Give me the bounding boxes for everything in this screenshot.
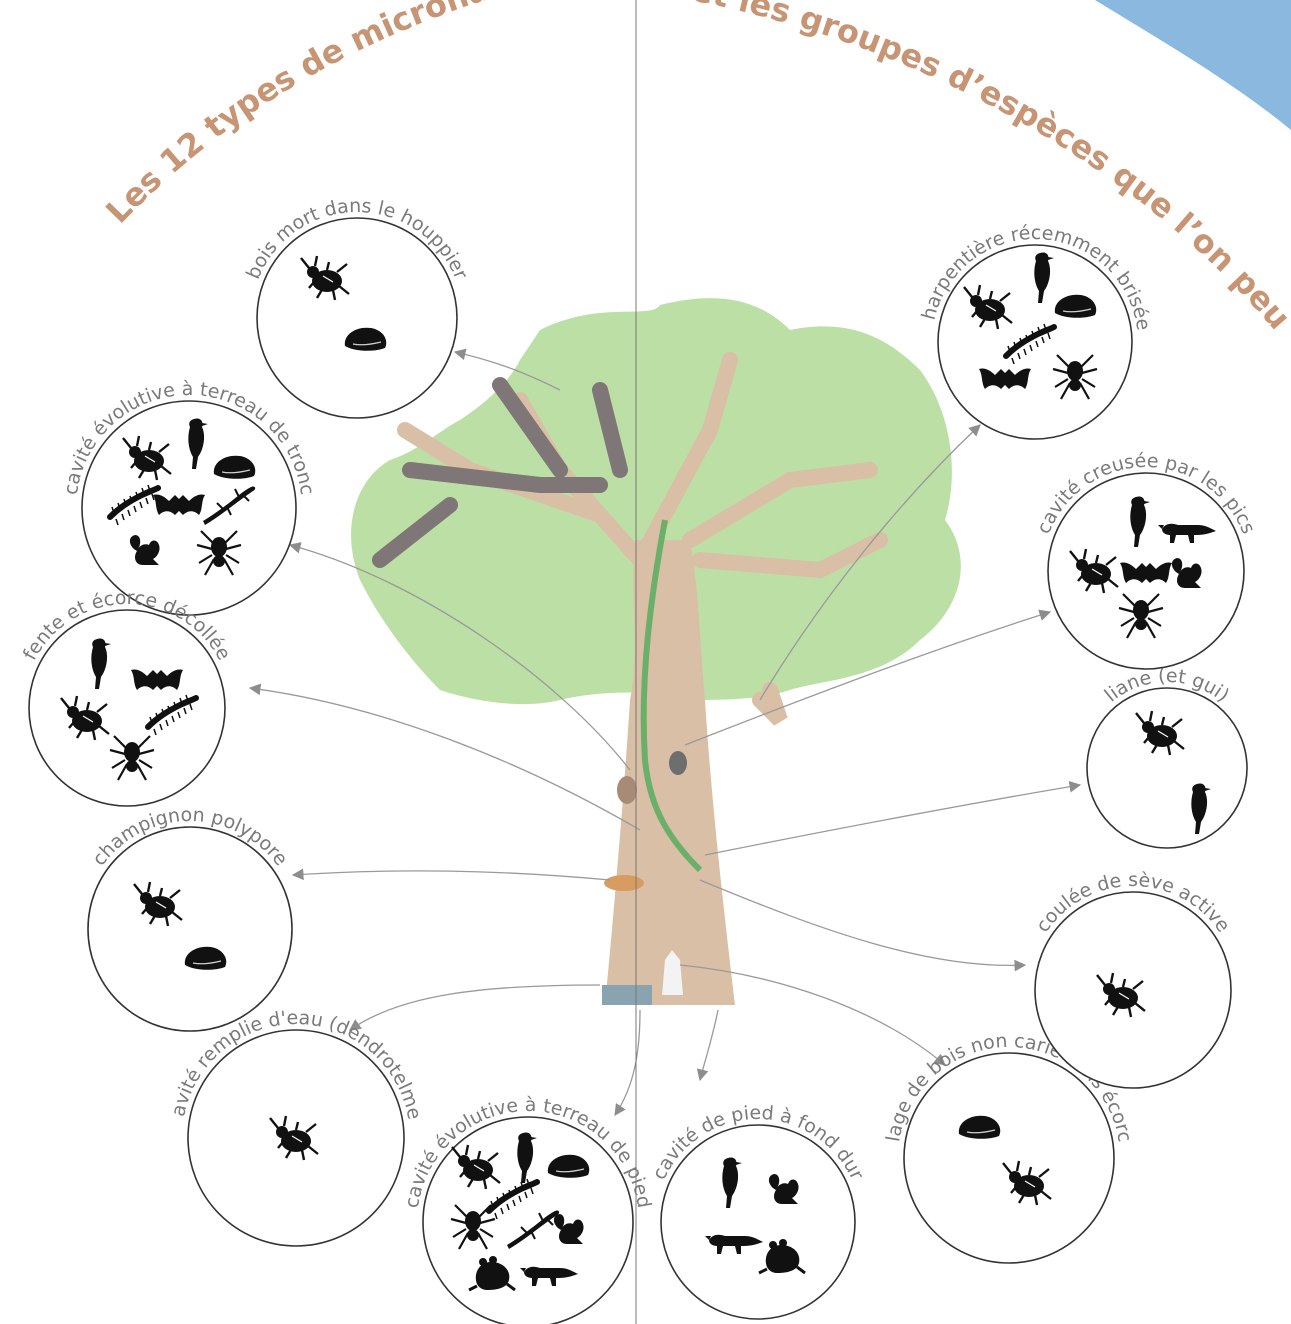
sky-corner [1095, 0, 1291, 130]
microhabitat-2: cavité évolutive à terreau de tronc [60, 378, 318, 616]
microhabitat-9: coulée de sève active [1032, 869, 1234, 1089]
microhabitat-circle [1086, 687, 1248, 849]
microhabitat-circle [660, 1124, 856, 1320]
arrow-to-fente [248, 683, 641, 831]
arrow-to-seve [699, 879, 1027, 972]
microhabitat-1: bois mort dans le houppier [242, 195, 472, 419]
arrows [248, 348, 1082, 1116]
microhabitat-3: fente et écorce décollée [19, 587, 235, 807]
arrow-to-cavite-pied [614, 1009, 641, 1116]
microhabitat-11: cavité creusée par les pics [1033, 450, 1259, 670]
arrow-to-bois-non-carie [679, 964, 946, 1066]
woodpecker-hole [669, 751, 687, 775]
arrow-to-champignon [291, 868, 611, 881]
fox-silhouette [662, 950, 683, 995]
arrow-to-cavite-tronc [288, 542, 631, 771]
arrow-to-liane [704, 780, 1082, 856]
microhabitat-10: liane (et gui) [1086, 665, 1248, 849]
title-part-1: Les 12 types de microhabitats de l’IBP [0, 0, 494, 231]
bark-crack [617, 776, 637, 804]
arrow-to-fond-dur [696, 1009, 719, 1082]
tree-ivy [640, 519, 703, 873]
microhabitat-6: cavité évolutive à terreau de pied [401, 1094, 655, 1324]
arrow-to-charpentiere [759, 424, 981, 701]
microhabitat-circle [28, 609, 226, 807]
tree-illustration [351, 298, 961, 1005]
microhabitat-4: champignon polypore [87, 804, 293, 1032]
arrow-to-dendrotelme [349, 984, 601, 1031]
polypore-fungus [604, 875, 644, 891]
microhabitat-circle [256, 217, 458, 419]
tree-deadwood [372, 377, 628, 568]
microhabitat-7: cavité de pied à fond dur [648, 1102, 868, 1320]
microhabitat-circle [87, 826, 293, 1032]
microhabitat-circle [903, 1052, 1115, 1264]
arrow-to-bois-mort [453, 348, 561, 391]
water-cavity [602, 985, 652, 1005]
arrow-to-pics [684, 609, 1052, 746]
